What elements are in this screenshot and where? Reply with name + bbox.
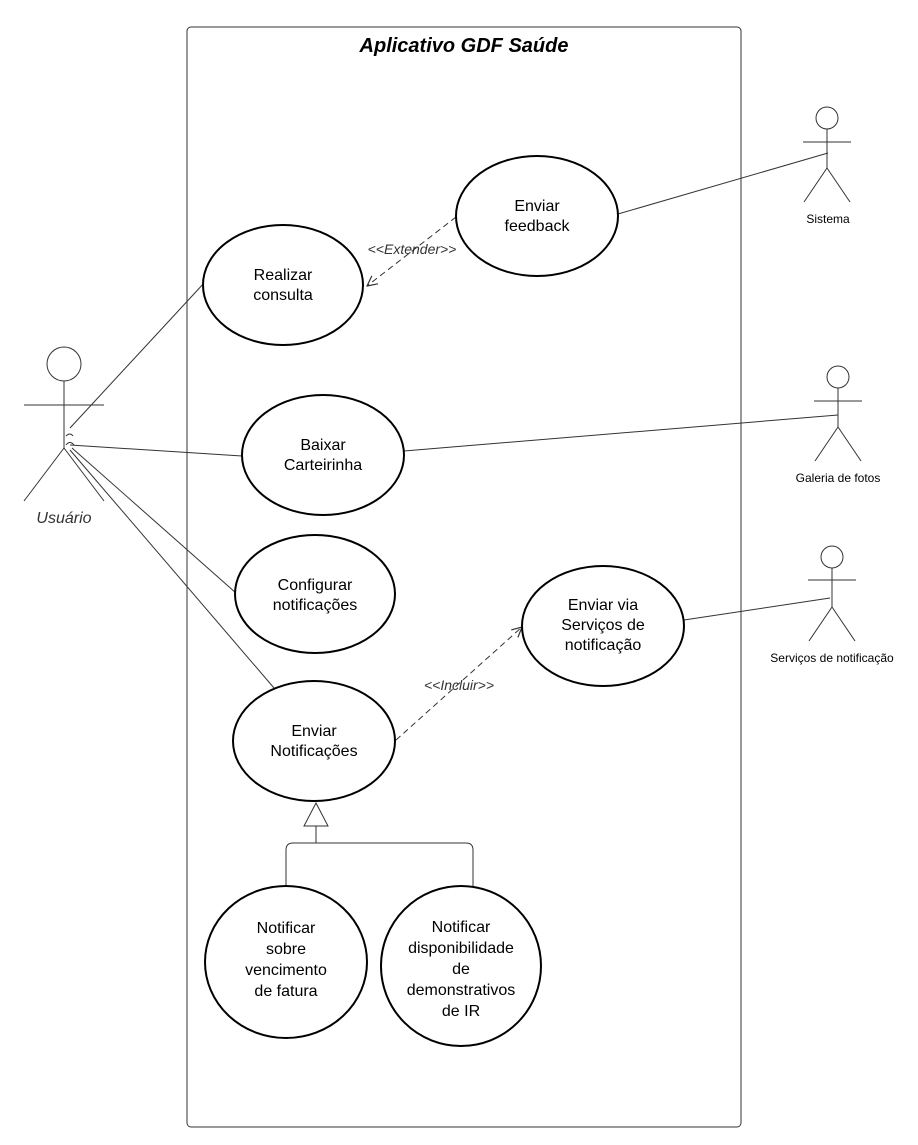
usecase-label: de IR — [442, 1003, 480, 1020]
usecase-label: Baixar — [300, 437, 346, 454]
usecase-label: consulta — [253, 287, 313, 304]
usecase-notificar-fatura[interactable]: Notificar sobre vencimento de fatura — [204, 885, 368, 1039]
usecase-label: sobre — [266, 941, 306, 958]
include-arrow — [395, 627, 522, 741]
usecase-configurar-notificacoes[interactable]: Configurar notificações — [234, 534, 396, 654]
actor-usuario-label: Usuário — [36, 510, 91, 527]
usecase-label: Notificações — [270, 743, 357, 760]
actor-head-icon — [46, 346, 82, 382]
actor-servicos[interactable] — [808, 545, 856, 642]
usecase-label: notificações — [273, 597, 358, 614]
usecase-label: feedback — [505, 218, 571, 235]
actor-sistema-label: Sistema — [806, 212, 850, 226]
usecase-label: vencimento — [245, 962, 327, 979]
assoc-usuario-realizar — [69, 281, 206, 429]
actor-galeria[interactable] — [814, 365, 862, 462]
actor-head-icon — [815, 106, 839, 130]
usecase-label: de fatura — [254, 983, 317, 1000]
usecase-label: Serviços de — [561, 617, 645, 634]
usecase-notificar-ir[interactable]: Notificar disponibilidade de demonstrativos… — [380, 885, 542, 1047]
usecase-label: Enviar — [291, 723, 337, 740]
actor-usuario[interactable] — [23, 346, 105, 502]
assoc-galeria-baixar — [403, 414, 839, 452]
usecase-enviar-feedback[interactable]: Enviar feedback — [455, 155, 619, 277]
assoc-usuario-baixar — [69, 444, 243, 457]
assoc-crossing-arc — [65, 433, 74, 437]
usecase-label: Carteirinha — [284, 457, 362, 474]
assoc-crossing-arc — [65, 442, 75, 446]
assoc-servicos-via — [683, 597, 831, 621]
usecase-realizar-consulta[interactable]: Realizar consulta — [202, 224, 364, 346]
actor-sistema[interactable] — [803, 106, 851, 203]
usecase-label: notificação — [565, 637, 642, 654]
system-boundary — [186, 26, 742, 1128]
actor-galeria-label: Galeria de fotos — [796, 471, 881, 485]
usecase-label: de — [452, 961, 470, 978]
usecase-label: disponibilidade — [408, 940, 514, 957]
actor-servicos-label: Serviços de notificação — [770, 651, 894, 665]
usecase-label: Notificar — [257, 920, 316, 937]
actor-head-icon — [820, 545, 844, 569]
assoc-usuario-configurar — [71, 447, 237, 594]
usecase-label: Notificar — [432, 919, 491, 936]
system-title: Aplicativo GDF Saúde — [359, 35, 569, 57]
usecase-label: demonstrativos — [407, 982, 516, 999]
assoc-sistema-feedback — [617, 152, 829, 215]
assoc-usuario-notificacoes — [69, 449, 275, 689]
usecase-label: Configurar — [278, 577, 353, 594]
usecase-label: Enviar — [514, 198, 560, 215]
extend-arrow — [367, 216, 457, 286]
usecase-label: Realizar — [254, 267, 313, 284]
extend-label: <<Extender>> — [368, 241, 457, 257]
generalization — [285, 801, 474, 886]
usecase-label: Enviar via — [568, 597, 638, 614]
actor-head-icon — [826, 365, 850, 389]
include-label: <<Incluir>> — [424, 677, 494, 693]
